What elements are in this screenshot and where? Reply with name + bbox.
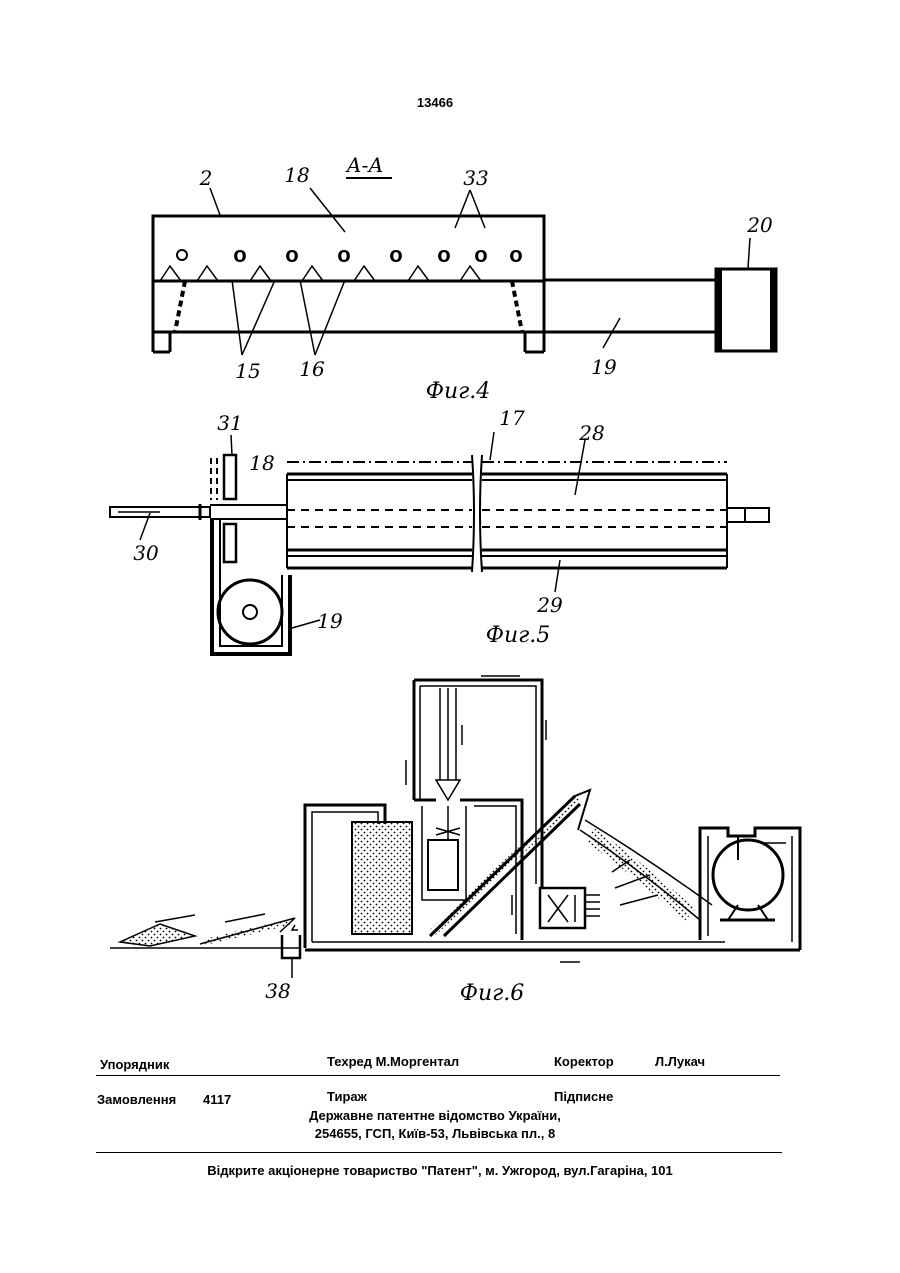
circulation-label: Тираж bbox=[327, 1089, 367, 1104]
figure-5-callout: 17 bbox=[499, 406, 525, 430]
figure-5-drawing bbox=[110, 432, 769, 654]
figure-4-caption: Фиг.4 bbox=[426, 379, 491, 404]
figure-4-callout: 16 bbox=[299, 357, 325, 381]
svg-text:o: o bbox=[285, 242, 298, 267]
figure-4-callout: 33 bbox=[463, 166, 488, 190]
figure-5-caption: Фиг.5 bbox=[486, 623, 551, 648]
figure-4-callout: 18 bbox=[284, 163, 309, 187]
publisher-line: Відкрите акціонерне товариство "Патент",… bbox=[60, 1163, 820, 1178]
figure-6-drawing bbox=[110, 676, 800, 978]
figure-5-callout: 19 bbox=[317, 609, 343, 633]
figure-5-callout: 30 bbox=[133, 541, 159, 565]
svg-text:o: o bbox=[437, 242, 450, 267]
order-number: 4117 bbox=[203, 1092, 231, 1107]
corrector-label: Коректор bbox=[554, 1054, 614, 1069]
order-label: Замовлення bbox=[97, 1092, 176, 1107]
figure-6-caption: Фиг.6 bbox=[460, 981, 525, 1006]
svg-text:o: o bbox=[509, 242, 522, 267]
svg-text:o: o bbox=[233, 242, 246, 267]
figure-4-section-label: А-А bbox=[344, 153, 383, 177]
patent-office-line1: Державне патентне відомство України, bbox=[235, 1108, 635, 1123]
footer-divider bbox=[96, 1152, 782, 1153]
svg-text:o: o bbox=[337, 242, 350, 267]
corrector-name: Л.Лукач bbox=[655, 1054, 705, 1069]
footer-divider bbox=[96, 1075, 780, 1076]
figure-6-callout: 38 bbox=[265, 979, 290, 1003]
signed-label: Підписне bbox=[554, 1089, 613, 1104]
figure-4-callout: 19 bbox=[591, 355, 617, 379]
techred: Техред М.Моргентал bbox=[327, 1054, 459, 1069]
patent-office-line2: 254655, ГСП, Київ-53, Львівська пл., 8 bbox=[235, 1126, 635, 1141]
compiler-label: Упорядник bbox=[100, 1057, 169, 1072]
figure-4-callout: 15 bbox=[235, 359, 260, 383]
svg-text:o: o bbox=[474, 242, 487, 267]
svg-text:o: o bbox=[389, 242, 402, 267]
figure-5-callout: 31 bbox=[217, 411, 242, 435]
figure-4-nozzle-row: o o o o o o o bbox=[233, 242, 522, 267]
figure-5-callout: 29 bbox=[536, 593, 563, 617]
figure-4-callout: 2 bbox=[199, 166, 213, 190]
figure-4-callout: 20 bbox=[746, 213, 773, 237]
figure-5-callout: 18 bbox=[249, 451, 274, 475]
figure-5-callout: 28 bbox=[578, 421, 604, 445]
